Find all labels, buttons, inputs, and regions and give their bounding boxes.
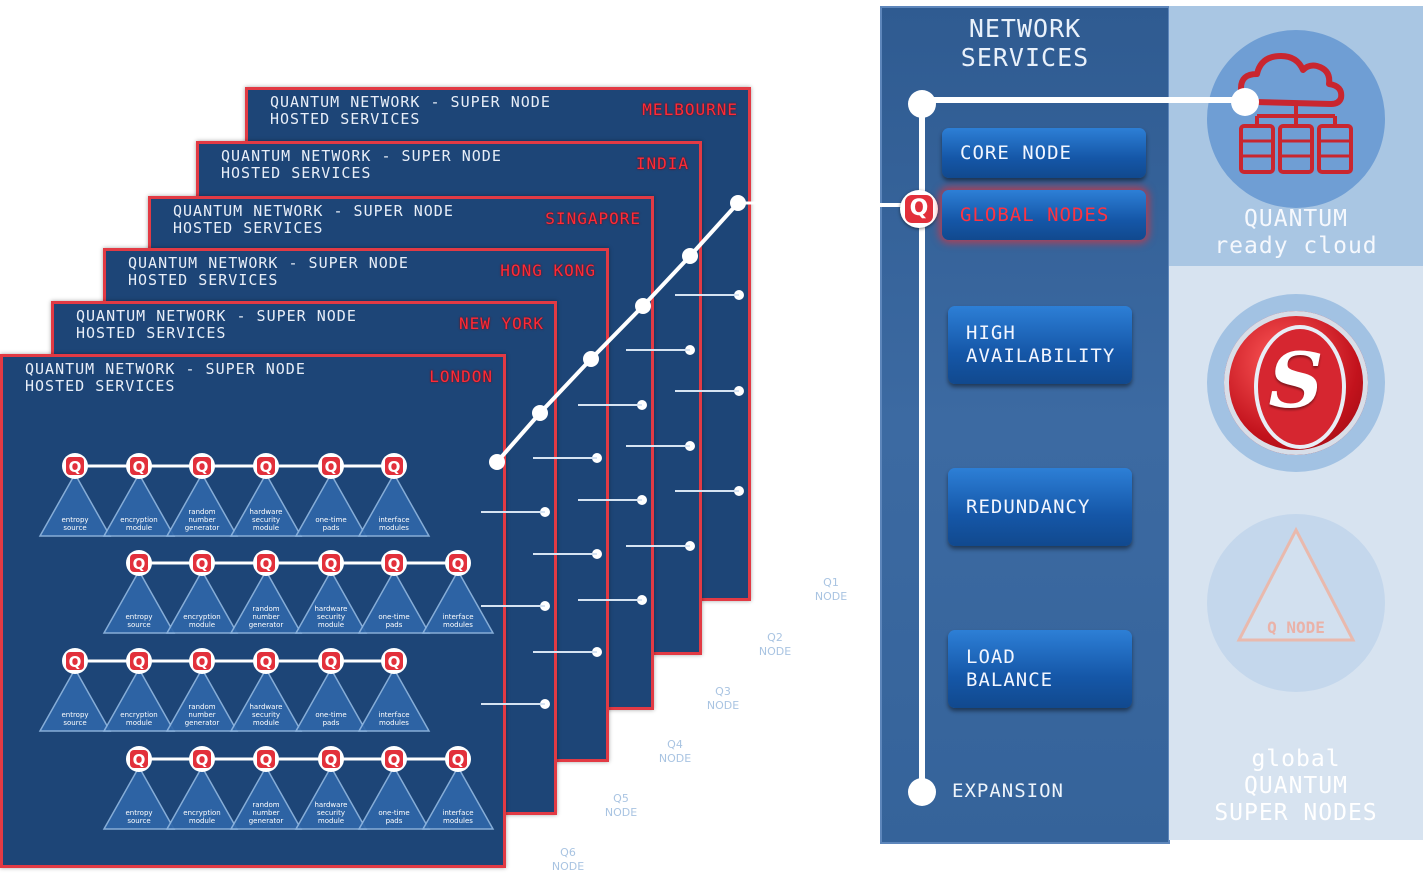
services-title: NETWORK SERVICES (960, 14, 1090, 72)
node-tag-q2: Q2 NODE (752, 631, 798, 659)
node-tag-q4: Q4 NODE (652, 738, 698, 766)
network-services-panel: NETWORK SERVICES Q CORE NODE GLOBAL NODE… (878, 6, 1170, 844)
high-availability-button[interactable]: HIGH AVAILABILITY (948, 306, 1132, 384)
load-balance-button[interactable]: LOAD BALANCE (948, 630, 1132, 708)
cloud-server-circle (1207, 30, 1385, 208)
node-tag-label: NODE (658, 752, 692, 765)
core-node-button[interactable]: CORE NODE (942, 128, 1146, 178)
q-marker: Q (900, 190, 938, 228)
node-tag-label: NODE (604, 806, 638, 819)
card-city: NEW YORK (458, 314, 544, 333)
node-tag-q6: Q6 NODE (545, 846, 591, 874)
node-tag-label: NODE (706, 699, 740, 712)
card-city: MELBOURNE (642, 100, 738, 119)
node-tag-id: Q5 (613, 792, 629, 805)
q-marker-icon: Q (905, 195, 933, 223)
node-tag-id: Q3 (715, 685, 731, 698)
services-spine (919, 102, 925, 792)
card-city: INDIA (635, 154, 689, 173)
card-title: QUANTUM NETWORK - SUPER NODE HOSTED SERV… (173, 202, 454, 237)
node-tag-id: Q4 (667, 738, 683, 751)
node-tag-id: Q2 (767, 631, 783, 644)
redundancy-button[interactable]: REDUNDANCY (948, 468, 1132, 546)
node-tag-label: NODE (814, 590, 848, 603)
card-city: SINGAPORE (545, 209, 641, 228)
card-title: QUANTUM NETWORK - SUPER NODE HOSTED SERV… (270, 93, 551, 128)
s-logo-circle: S (1207, 294, 1385, 472)
s-logo-inner (1254, 325, 1346, 449)
node-tag-label: NODE (758, 645, 792, 658)
s-logo-icon: S (1224, 311, 1368, 455)
spine-top-dot (908, 90, 936, 118)
expansion-label: EXPANSION (952, 780, 1064, 802)
node-tag-id: Q1 (823, 576, 839, 589)
node-tag-q1: Q1 NODE (808, 576, 854, 604)
node-tag-id: Q6 (560, 846, 576, 859)
quantum-cloud-panel: QUANTUM ready cloud S Q NODE global QUAN… (1169, 6, 1423, 840)
card-title: QUANTUM NETWORK - SUPER NODE HOSTED SERV… (25, 360, 306, 395)
card-title: QUANTUM NETWORK - SUPER NODE HOSTED SERV… (128, 254, 409, 289)
global-super-nodes-caption: global QUANTUM SUPER NODES (1214, 746, 1378, 826)
card-title: QUANTUM NETWORK - SUPER NODE HOSTED SERV… (221, 147, 502, 182)
q-node-label: Q NODE (1267, 618, 1325, 637)
quantum-ready-cloud-caption: QUANTUM ready cloud (1214, 206, 1378, 259)
card-title: QUANTUM NETWORK - SUPER NODE HOSTED SERV… (76, 307, 357, 342)
s-logo-letter: S (1268, 336, 1324, 425)
node-tag-q3: Q3 NODE (700, 685, 746, 713)
q-connector-line (878, 203, 908, 207)
spine-bottom-dot (908, 778, 936, 806)
cloud-server-icon (1238, 53, 1353, 174)
q-node-circle: Q NODE (1207, 514, 1385, 692)
card-london: QUANTUM NETWORK - SUPER NODE HOSTED SERV… (0, 354, 506, 868)
card-city: LONDON (429, 367, 493, 386)
global-nodes-button[interactable]: GLOBAL NODES (942, 190, 1146, 240)
card-city: HONG KONG (500, 261, 596, 280)
node-tag-label: NODE (551, 860, 585, 873)
cloud-link-line (921, 97, 1246, 103)
node-tag-q5: Q5 NODE (598, 792, 644, 820)
q-node-triangle-icon (1236, 526, 1356, 642)
